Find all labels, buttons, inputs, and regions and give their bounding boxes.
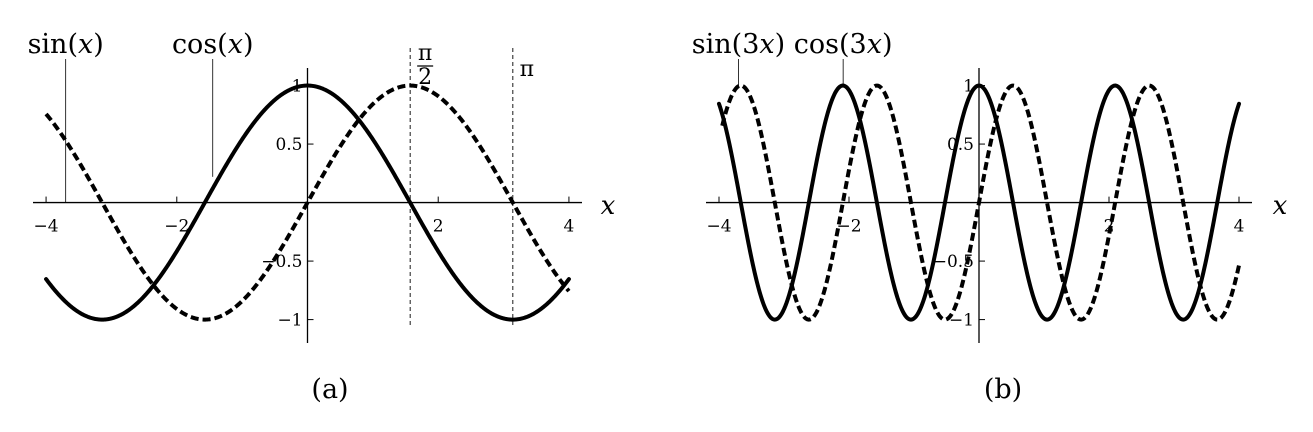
x-tick-label: 4 (564, 217, 575, 237)
panel-caption: (b) (984, 374, 1022, 405)
series-label: sin(x) (28, 29, 104, 60)
series-cos-3x (717, 83, 1241, 322)
x-tick-label: −2 (836, 217, 861, 237)
marker-label-denominator: 2 (418, 65, 432, 90)
y-tick-label: −1 (949, 311, 974, 331)
series-sin-x (44, 83, 571, 322)
series-sin-3x (720, 83, 1241, 322)
x-tick-label: −4 (706, 217, 731, 237)
y-tick-label: −1 (277, 311, 302, 331)
y-tick-label: 0.5 (275, 135, 302, 155)
x-tick-label: −4 (34, 217, 59, 237)
series-label: sin(3x) (692, 29, 785, 60)
y-tick-label: 1 (963, 77, 974, 97)
series-label: cos(3x) (794, 29, 893, 60)
y-tick-label: 0.5 (947, 135, 974, 155)
x-tick-label: 4 (1234, 217, 1245, 237)
y-tick-label: −0.5 (933, 252, 974, 272)
marker-label: π (520, 57, 534, 82)
x-tick-label: −2 (164, 217, 189, 237)
marker-label-numerator: π (418, 41, 432, 66)
series-cos-x (44, 83, 571, 322)
x-axis-label: x (1273, 191, 1288, 221)
panel-caption: (a) (311, 374, 348, 405)
x-axis-label: x (601, 191, 616, 221)
series-label: cos(x) (172, 29, 254, 60)
x-tick-label: 2 (433, 217, 444, 237)
